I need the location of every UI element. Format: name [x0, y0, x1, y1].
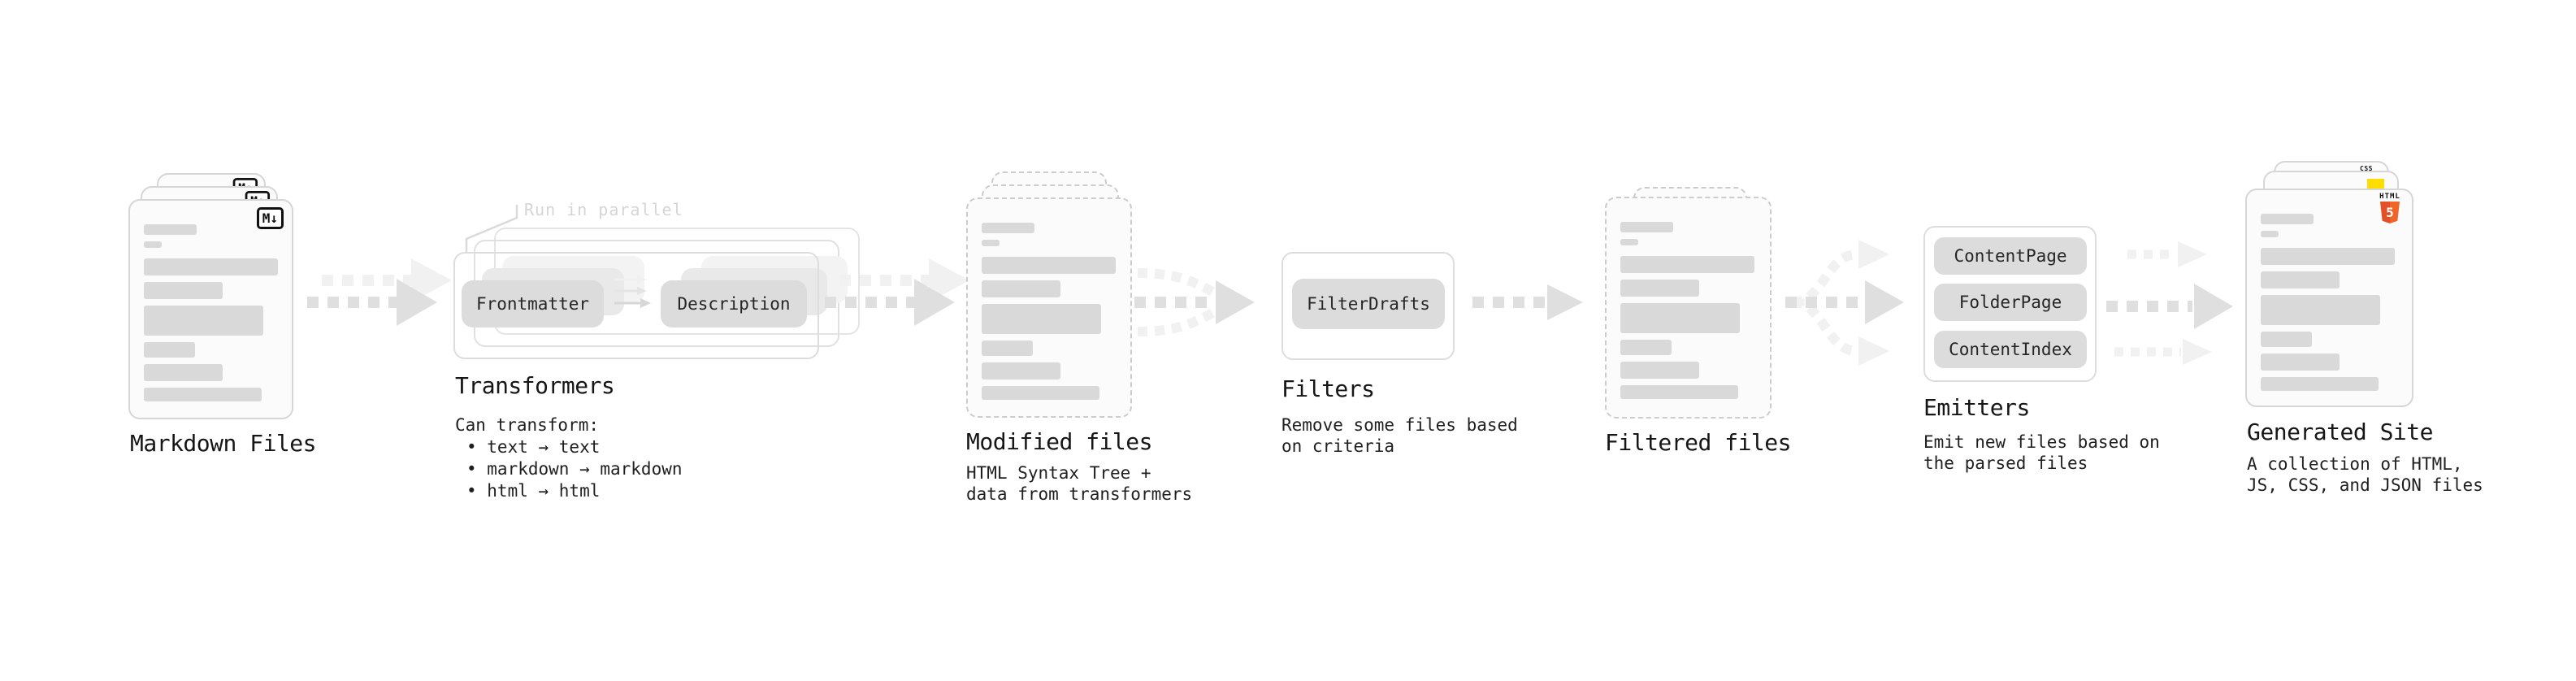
markdown-icon: M↓	[256, 207, 284, 229]
stage-label: Emitters	[1923, 394, 2030, 421]
subtitle-line: the parsed files	[1923, 453, 2088, 473]
chip-folderpage: FolderPage	[1934, 284, 2087, 321]
can-transform-title: Can transform:	[455, 415, 600, 435]
stage-emitters: ContentPage FolderPage ContentIndex Emit…	[1923, 226, 2184, 494]
chip-contentpage: ContentPage	[1934, 237, 2087, 275]
note-leader-line	[465, 205, 518, 254]
stage-markdown-files: M↓ M↓ M↓ Markdown Files	[128, 173, 356, 498]
subtitle-line: Emit new files based on	[1923, 432, 2160, 452]
flow-arrow-fanout	[1785, 240, 1904, 366]
html5-icon-label: HTML	[2379, 193, 2400, 201]
chip-filterdrafts: FilterDrafts	[1292, 279, 1445, 329]
stage-label: Modified files	[966, 428, 1153, 455]
document-front-html: HTML 5	[2245, 189, 2413, 407]
stage-description: Can transform: • text → text • markdown …	[455, 414, 683, 502]
document-front	[1605, 197, 1772, 419]
bullet-item: • markdown → markdown	[466, 459, 683, 479]
text-placeholder-bars	[1620, 222, 1759, 399]
stage-generated-site: CSS HTML 5 Generated Site A collection o…	[2245, 161, 2554, 510]
subtitle-line: A collection of HTML,	[2247, 454, 2463, 474]
document-front	[966, 197, 1132, 418]
javascript-icon	[2367, 179, 2384, 189]
stage-label: Filtered files	[1605, 429, 1792, 456]
subtitle-line: JS, CSS, and JSON files	[2247, 475, 2483, 495]
flow-arrow-1	[307, 258, 452, 326]
chip-frontmatter: Frontmatter	[462, 280, 604, 327]
document-front: M↓	[128, 199, 293, 419]
stage-subtitle: HTML Syntax Tree + data from transformer…	[966, 462, 1192, 505]
stage-filtered-files: Filtered files	[1605, 187, 1849, 496]
flow-arrow-merge	[1134, 268, 1255, 336]
chip-description: Description	[661, 280, 807, 327]
stage-label: Transformers	[455, 372, 615, 399]
html5-icon: HTML 5	[2379, 193, 2400, 223]
subtitle-line: data from transformers	[966, 484, 1193, 504]
text-placeholder-bars	[982, 223, 1119, 400]
stage-transformers: Run in parallel Frontmatter Description …	[453, 189, 860, 514]
transformer-box-front	[453, 252, 819, 359]
stage-subtitle: Remove some files based on criteria	[1281, 414, 1518, 457]
run-in-parallel-note: Run in parallel	[524, 200, 683, 219]
flow-arrow-2	[825, 258, 969, 326]
chip-contentindex: ContentIndex	[1934, 331, 2087, 368]
stage-modified-files: Modified files HTML Syntax Tree + data f…	[966, 171, 1226, 513]
subtitle-line: on criteria	[1281, 436, 1395, 456]
stage-subtitle: Emit new files based on the parsed files	[1923, 432, 2160, 474]
html5-five: 5	[2386, 205, 2394, 220]
text-placeholder-bars	[144, 224, 280, 401]
flow-arrow-4	[1472, 284, 1583, 320]
stage-label: Filters	[1281, 375, 1375, 402]
bullet-item: • text → text	[466, 437, 601, 457]
stage-subtitle: A collection of HTML, JS, CSS, and JSON …	[2247, 453, 2483, 496]
flow-arrow-triple	[2106, 241, 2233, 365]
text-placeholder-bars	[2261, 214, 2400, 391]
subtitle-line: Remove some files based	[1281, 415, 1518, 435]
parallel-mini-arrows	[614, 275, 651, 308]
css-icon-label: CSS	[2360, 165, 2373, 172]
html5-shield: 5	[2380, 202, 2400, 223]
stage-label: Markdown Files	[130, 430, 317, 457]
stage-filters: FilterDrafts Filters Remove some files b…	[1281, 252, 1525, 479]
bullet-item: • html → html	[466, 481, 601, 501]
subtitle-line: HTML Syntax Tree +	[966, 463, 1151, 483]
stage-label: Generated Site	[2247, 419, 2434, 445]
